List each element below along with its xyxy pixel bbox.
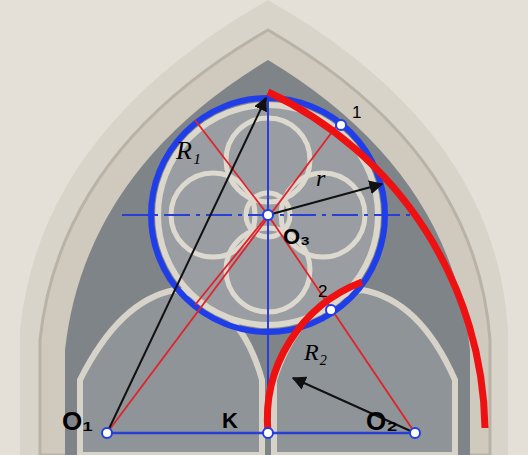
point-label: O₃ (283, 226, 310, 248)
point-label: r (316, 166, 325, 190)
point-label: 1 (352, 104, 361, 121)
point-label: 2 (318, 283, 327, 300)
point-label: O₂ (366, 408, 398, 434)
point-label: K (222, 410, 238, 432)
point-label: R₂ (304, 340, 327, 364)
point-label: O₁ (62, 408, 93, 434)
point-label: R₁ (176, 138, 201, 164)
